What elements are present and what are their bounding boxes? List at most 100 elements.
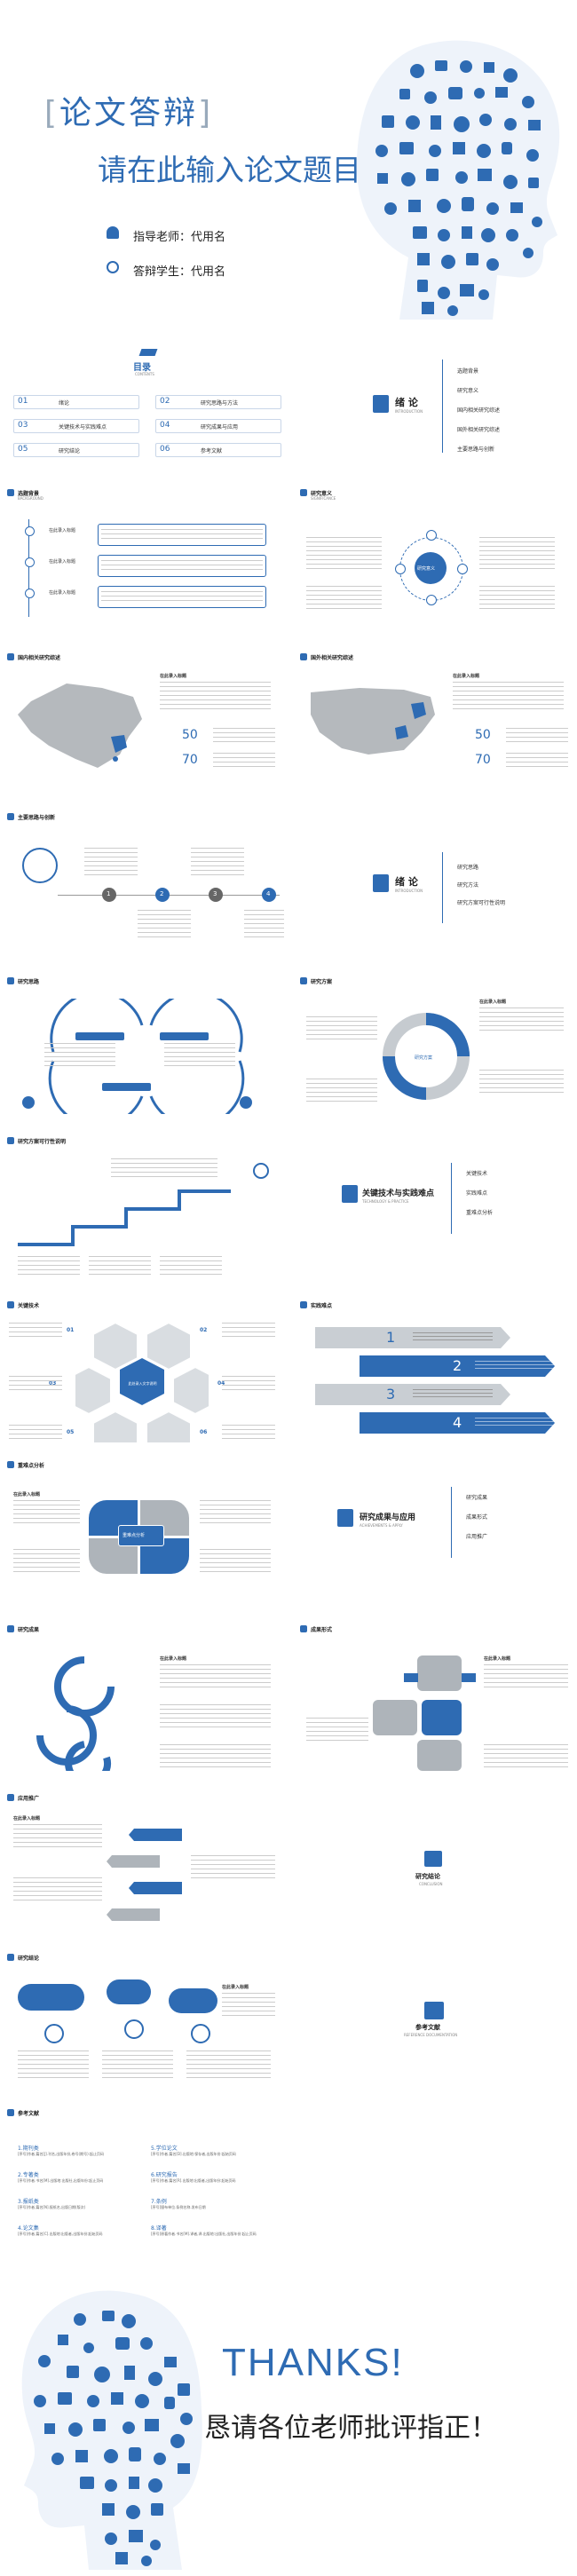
section4-divider: [451, 1487, 452, 1558]
apply-title: 应用推广: [18, 1796, 40, 1802]
section6-slide: 参考文献 REFERENCE DOCUMENTATION: [293, 1948, 577, 2099]
section-menu-item[interactable]: 实践难点: [466, 1190, 488, 1197]
section1-subtitle: INTRODUCTION: [395, 409, 423, 414]
analysis-text: [13, 1549, 80, 1576]
section-menu-item[interactable]: 选题背景: [457, 368, 479, 375]
foreign-stat1: 50: [475, 728, 491, 742]
foreign-stat2: 70: [475, 753, 491, 767]
section5-icon: [424, 1851, 442, 1867]
toc-item-number: 06: [160, 445, 170, 454]
conclusion-node: [124, 2019, 144, 2039]
section-menu-item[interactable]: 成果形式: [466, 1514, 488, 1521]
path-tag: [75, 1032, 124, 1040]
tech-number: 06: [200, 1429, 208, 1435]
analysis-text: [200, 1549, 271, 1576]
practice-number: 1: [386, 1329, 396, 1346]
reference-body: [序号]作者.篇名[C].出版地:出版者,出版年份:起始页码: [18, 2232, 103, 2236]
meaning-subtitle: SIGNIFICANCE: [311, 496, 336, 501]
toc-item-label: 研究思路与方法: [201, 400, 239, 407]
timeline-dot: [25, 526, 35, 536]
header-icon: [7, 1461, 14, 1468]
domestic-text: [213, 753, 275, 770]
reference-body: [序号]作者.篇名[R].出版地:出版者,出版年份:起始页码: [151, 2178, 236, 2183]
analysis-title: 重难点分析: [18, 1463, 45, 1469]
practice-bar: 3: [315, 1384, 510, 1405]
section-menu-item[interactable]: 研究思路: [457, 865, 479, 871]
meaning-node: [457, 564, 468, 574]
method-text: [479, 1007, 564, 1034]
reference-body: [序号]原著作者.书名[M].译者,译.出版地:出版社,出版年份:起止页码: [151, 2232, 257, 2236]
tech-number: 01: [67, 1327, 75, 1333]
idea-step-text: [84, 848, 138, 879]
meaning-text: [306, 537, 382, 573]
analysis-center-label: 重难点分析: [123, 1533, 146, 1538]
section-menu-item[interactable]: 国内相关研究综述: [457, 407, 501, 414]
method-slide: 研究方案 研究方案 在此录入标题: [293, 972, 577, 1123]
section4-title: 研究成果与应用: [360, 1513, 416, 1522]
practice-bar: 4: [360, 1412, 555, 1434]
section-menu-item[interactable]: 关键技术: [466, 1171, 488, 1177]
toc-item-number: 01: [18, 397, 28, 406]
feasible-text: [89, 1256, 151, 1278]
section5-subtitle: CONCLUSION: [419, 1882, 443, 1886]
form-title: 成果形式: [311, 1627, 333, 1633]
section-menu-item[interactable]: 重难点分析: [466, 1210, 494, 1216]
conclusion-shape: [107, 1979, 151, 2004]
idea-hub: [22, 848, 58, 883]
form-text: [306, 1718, 368, 1744]
header-icon: [7, 977, 14, 984]
apply-label: 在此录入标题: [13, 1816, 41, 1821]
header-icon: [7, 1625, 14, 1632]
section-menu-item[interactable]: 研究方法: [457, 882, 479, 889]
meaning-node: [426, 595, 437, 605]
conclusion-text: [222, 1993, 275, 2019]
path-arcs: [48, 999, 245, 1114]
stair-step: [124, 1207, 178, 1211]
header-icon: [7, 1954, 14, 1961]
head-icon-cluster: [356, 40, 560, 320]
section3-title: 关键技术与实践难点: [362, 1189, 435, 1198]
idea-step-badge: 2: [155, 888, 170, 902]
header-icon: [7, 813, 14, 820]
section5-slide: 研究结论 CONCLUSION: [293, 1789, 577, 1940]
reference-heading: 2.专著类: [18, 2172, 39, 2178]
usa-map: [311, 688, 435, 755]
section-menu-item[interactable]: 研究成果: [466, 1495, 488, 1501]
section3-icon: [342, 1185, 358, 1203]
section2-divider: [442, 852, 443, 923]
form-text: [484, 1744, 568, 1771]
form-block: [373, 1700, 417, 1735]
advisor-icon: [107, 226, 119, 239]
header-icon: [7, 2109, 14, 2116]
method-donut: [383, 1013, 470, 1100]
background-item-box: [98, 524, 266, 546]
idea-step-number: 3: [213, 890, 217, 897]
reference-body: [序号]作者.书名[M].出版地:出版社,出版年份:起止页码: [18, 2178, 104, 2183]
timeline-dot: [25, 557, 35, 567]
feasible-slide: 研究方案可行性说明: [0, 1132, 284, 1287]
section-menu-item[interactable]: 研究意义: [457, 388, 479, 394]
toc-item-label: 关键技术与实践难点: [59, 424, 107, 431]
practice-text: [413, 1332, 493, 1343]
header-icon: [7, 1301, 14, 1308]
section-menu-item[interactable]: 主要思路与创新: [457, 446, 495, 453]
toc-item-number: 05: [18, 445, 28, 454]
apply-text: [13, 1824, 102, 1851]
result-spiral: [36, 1656, 115, 1771]
feasible-text: [111, 1158, 217, 1181]
section-menu-item[interactable]: 研究方案可行性说明: [457, 900, 506, 906]
conclusion-text: [18, 2051, 89, 2082]
reference-heading: 1.期刊类: [18, 2145, 39, 2152]
section-menu-item[interactable]: 国外相关研究综述: [457, 427, 501, 433]
path-slide: 研究思路: [0, 972, 284, 1123]
section-menu-item[interactable]: 应用推广: [466, 1534, 488, 1540]
reference-heading: 5.学位论文: [151, 2145, 178, 2152]
